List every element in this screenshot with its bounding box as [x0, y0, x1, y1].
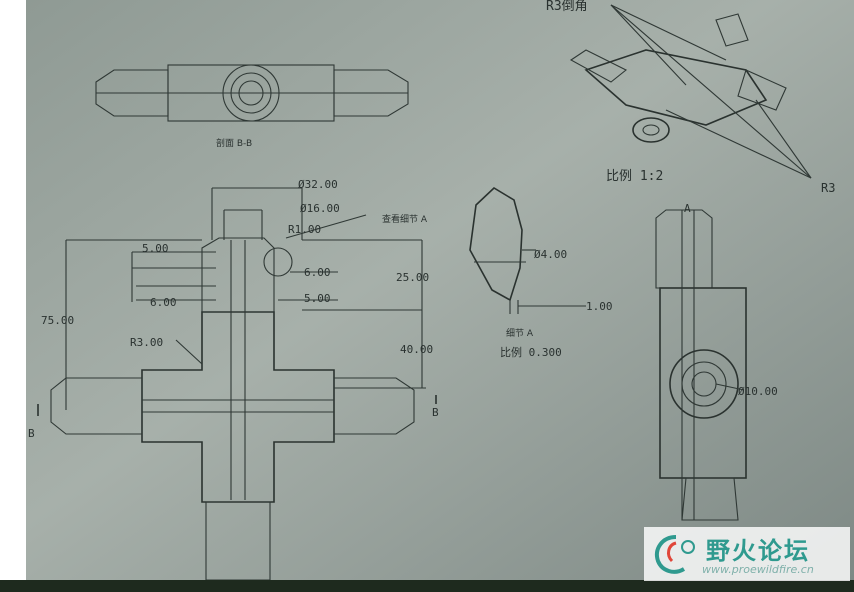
- taskbar-strip: [0, 580, 854, 592]
- watermark-title: 野火论坛: [706, 537, 810, 565]
- r-edge-label: R3: [821, 181, 835, 195]
- detail-a-view: [469, 187, 586, 314]
- section-bb-view: [95, 64, 409, 122]
- dim-5-a: 5.00: [142, 242, 169, 255]
- dimension-lines: [37, 187, 437, 416]
- detail-callout: 查看细节 A: [382, 213, 428, 225]
- drawing-photo: 剖面 B-B R3倒角 比例 1:2 R3: [26, 0, 854, 580]
- watermark-url: www.proewildfire.cn: [702, 563, 814, 576]
- section-marker-b-right: B: [432, 406, 439, 419]
- side-view: [655, 209, 747, 521]
- dim-6-b: 6.00: [304, 266, 331, 279]
- dim-dia-4: Ø4.00: [534, 248, 567, 261]
- r3-chamfer-label: R3倒角: [546, 0, 588, 14]
- dim-40: 40.00: [400, 343, 433, 356]
- section-bb-label: 剖面 B-B: [216, 137, 252, 149]
- isometric-view: [569, 4, 812, 179]
- dim-dia-32: Ø32.00: [298, 178, 338, 191]
- scale-label: 比例 1:2: [606, 169, 663, 184]
- dim-1: 1.00: [586, 300, 613, 313]
- dim-5-b: 5.00: [304, 292, 331, 305]
- watermark-badge: 野火论坛 www.proewildfire.cn: [644, 527, 850, 581]
- forum-logo-icon: [655, 535, 695, 574]
- dim-r3: R3.00: [130, 336, 163, 349]
- dim-6-a: 6.00: [150, 296, 177, 309]
- dim-dia-16: Ø16.00: [300, 202, 340, 215]
- dim-75: 75.00: [41, 314, 74, 327]
- section-marker-b-left: B: [28, 427, 35, 440]
- dim-25: 25.00: [396, 271, 429, 284]
- section-marker-a-top: A: [684, 202, 691, 215]
- detail-a-label: 细节 A: [506, 327, 534, 339]
- dim-r1: R1.00: [288, 223, 321, 236]
- dim-dia-10: Ø10.00: [738, 385, 778, 398]
- detail-a-scale: 比例 0.300: [500, 345, 562, 359]
